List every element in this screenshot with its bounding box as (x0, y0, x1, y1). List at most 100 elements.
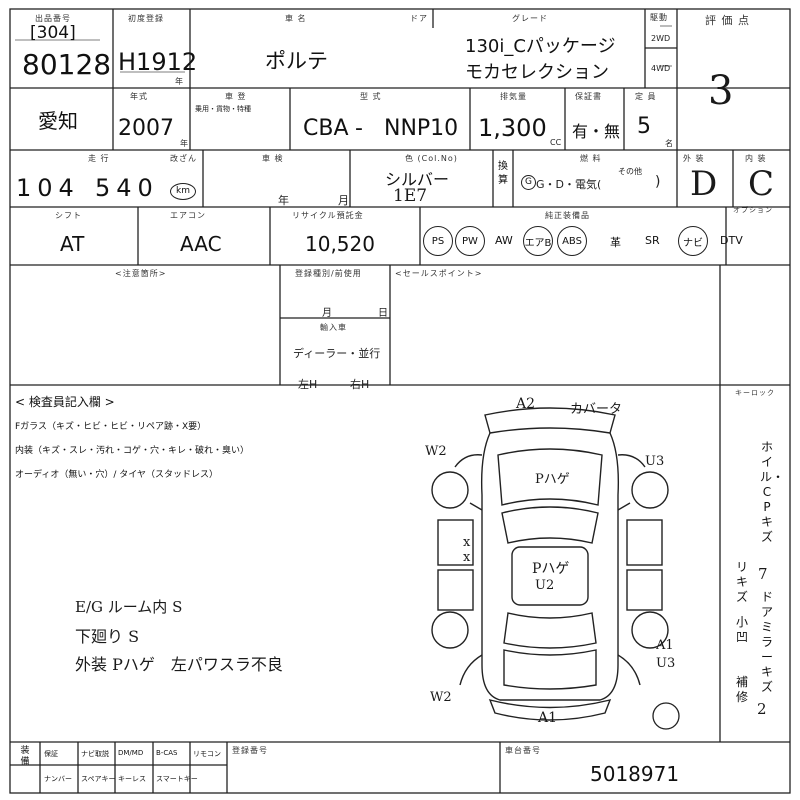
inspector-label: < 検査員記入欄 > (15, 395, 115, 409)
side-wheel-text: ホイル・CPキズ (760, 440, 785, 544)
footer-item: キーレス (118, 775, 146, 783)
mark-hood: Pハゲ (535, 472, 570, 487)
capacity-label: 定 員 (635, 92, 657, 101)
left-hand: 左H (298, 378, 318, 391)
persons-unit: 名 (665, 139, 673, 148)
handwritten-note-3: 外装 Pハゲ 左パワスラ不良 (75, 655, 283, 674)
fuel-other: その他 (618, 167, 642, 176)
cc-unit: CC (550, 138, 562, 147)
glass-line: Fガラス（キズ・ヒビ・ヒビ・リペア跡・X要） (15, 422, 207, 432)
grade-line-1: 130i_Cパッケージ (465, 36, 616, 57)
mark-roof-u2: U2 (535, 578, 555, 593)
footer-item: DM/MD (118, 749, 144, 757)
fuel-close-paren: ) (655, 174, 661, 190)
drive-4wd: 4WD (651, 64, 671, 73)
door-label: ドア (410, 14, 428, 23)
side-repair-text: 補修 (735, 675, 748, 704)
side-dent-text: 小凹 (735, 615, 748, 644)
mark-rear-left: W2 (430, 690, 452, 705)
import-label: 輸入車 (320, 323, 347, 332)
lot-number: 80128 (22, 48, 112, 81)
grade-line-2: モカセレクション (465, 62, 609, 83)
chassis-number: 5018971 (590, 762, 680, 786)
handwritten-note-1: E/G ルーム内 S (75, 598, 183, 616)
warranty: 有・無 (572, 122, 621, 141)
interior-line: 内装（キズ・スレ・汚れ・コゲ・穴・キレ・破れ・臭い） (15, 446, 250, 456)
side-scratch-text: リキズ (735, 560, 748, 604)
car-name: ポルテ (265, 49, 328, 73)
equipment-item: 革 (610, 236, 621, 249)
equipment-item: ナビ (678, 226, 708, 256)
mileage-label: 走 行 (88, 154, 110, 163)
side-mirror-text: ドアミラーキズ (760, 590, 773, 694)
model-code: NNP10 (384, 116, 459, 141)
footer-item: 保証 (44, 750, 58, 758)
inspection-label: 車 検 (262, 154, 284, 163)
footer-item: ナビ取説 (81, 750, 109, 758)
spare-circle (652, 702, 680, 730)
footer-items-label: 装備 (20, 746, 30, 767)
model-dash: - (355, 116, 363, 141)
equipment-item: PS (423, 226, 453, 256)
drive-2wd: 2WD (651, 34, 671, 43)
score-label: 評 価 点 (705, 14, 750, 27)
car-diagram (431, 407, 669, 721)
mileage-thousands: 104 (16, 174, 80, 202)
fuel-label: 燃 料 (580, 154, 602, 163)
color-code: 1E7 (393, 186, 428, 206)
year-unit-label: 年 (175, 77, 184, 86)
shift-label: シフト (55, 211, 82, 220)
footer-item: スペアキー (81, 775, 116, 783)
color-label: 色 (Col.No) (405, 154, 458, 163)
inspection-year: 年 (278, 194, 289, 207)
mark-side-x: x x (463, 535, 471, 565)
key-lock-label: キーロック (735, 389, 775, 397)
prev-use-label: 登録種別/前使用 (295, 269, 362, 278)
grade-label: グレード (512, 14, 548, 23)
aircon: AAC (180, 232, 222, 256)
mark-rear-right-a: A1 (656, 638, 674, 653)
notes-month: 月 (322, 308, 332, 319)
model-year: 2007 (118, 116, 174, 141)
car-name-label: 車 名 (285, 14, 307, 23)
footer-item: スマートキー (156, 775, 198, 783)
aircon-label: エアコン (170, 211, 206, 220)
fuel-box-vertical: 換算 (498, 161, 508, 186)
equipment-item: SR (645, 234, 660, 247)
interior-label: 内 装 (745, 154, 767, 163)
color-name: シルバー (385, 170, 450, 189)
mileage-units: 540 (95, 174, 159, 202)
dealer-parallel: ディーラー・並行 (293, 347, 381, 360)
sales-label: <セールスポイント> (395, 269, 483, 278)
mark-roof: Pハゲ (532, 561, 570, 577)
model-label: 型 式 (360, 92, 382, 101)
mark-rear: A1 (538, 710, 558, 726)
interior-grade: C (748, 164, 775, 204)
recycle-label: リサイクル預託金 (292, 211, 364, 220)
footer-item: B-CAS (156, 749, 178, 757)
score: 3 (708, 68, 734, 114)
drive-label: 駆動 (650, 13, 668, 22)
equipment-item: AW (495, 234, 513, 247)
equipment-item: エアB (523, 226, 553, 256)
reg-number-label: 登録番号 (232, 746, 268, 755)
shift: AT (60, 232, 85, 256)
reg-no-label: 車 登 (225, 92, 247, 101)
chassis-label: 車台番号 (505, 746, 541, 755)
equipment-item: ABS (557, 226, 587, 256)
year-label: 年式 (130, 92, 148, 101)
mark-front-note: カバータ (570, 402, 623, 417)
equipment-item: PW (455, 226, 485, 256)
notes-day: 日 (378, 308, 388, 319)
equipment-item: DTV (720, 234, 743, 247)
exterior-label: 外 装 (683, 154, 705, 163)
caution-label: <注意箇所> (115, 269, 167, 278)
options-label: オプション (733, 206, 773, 214)
lot-group: [304] (30, 23, 76, 43)
footer-item: ナンバー (44, 775, 72, 783)
lot-label: 出品番号 (35, 14, 71, 23)
first-registration: H1912 (118, 48, 198, 76)
fuel-circled: G (521, 175, 536, 190)
inspection-month: 月 (338, 194, 349, 207)
